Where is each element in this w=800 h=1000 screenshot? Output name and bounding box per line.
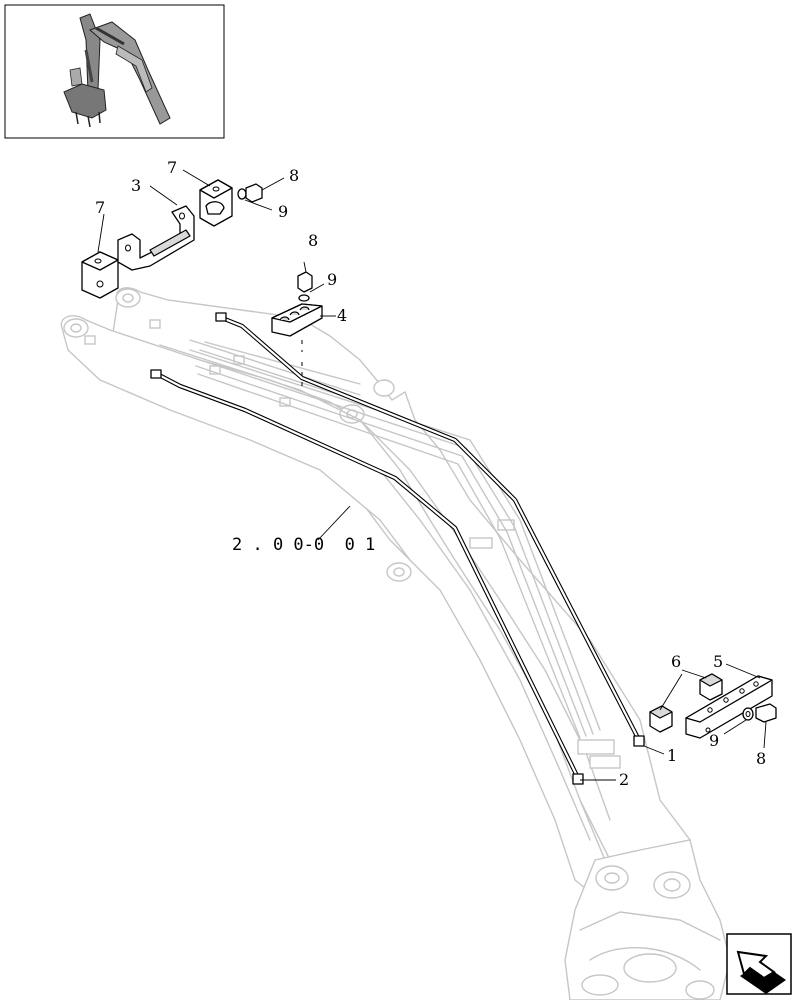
excavator-thumbnail[interactable] <box>4 4 225 139</box>
callout-8-middle: 8 <box>308 231 318 250</box>
bolt <box>245 183 263 203</box>
callout-8-right: 8 <box>756 749 766 768</box>
clamp-assembly-part-5-6[interactable] <box>580 663 777 781</box>
pipe-part-2[interactable] <box>150 369 584 785</box>
pipe-part-1[interactable] <box>215 312 645 747</box>
callout-1: 1 <box>667 746 677 765</box>
bracket-arm <box>117 205 195 271</box>
callout-4: 4 <box>337 306 347 325</box>
bolt-8 <box>755 703 777 723</box>
callout-labels: 1 2 3 4 5 6 7 7 8 8 8 9 9 9 <box>95 158 766 789</box>
callout-9-middle: 9 <box>327 270 337 289</box>
clamp-plate-part-4[interactable] <box>271 261 336 390</box>
callout-2: 2 <box>619 770 629 789</box>
boom-outline <box>60 287 731 1000</box>
callout-7-top: 7 <box>167 158 177 177</box>
callout-7-left: 7 <box>95 198 105 217</box>
excavator-boom-thumbnail-icon <box>63 13 171 128</box>
callout-3: 3 <box>131 176 141 195</box>
next-page-arrow-icon[interactable] <box>726 933 792 995</box>
callout-6: 6 <box>671 652 681 671</box>
callout-8-top: 8 <box>289 166 299 185</box>
callout-9-top: 9 <box>278 202 288 221</box>
callout-9-right: 9 <box>709 731 719 750</box>
bracket-part-3[interactable] <box>81 169 285 299</box>
washer-4 <box>298 294 310 302</box>
callout-5: 5 <box>713 652 723 671</box>
reference-label: 2 . 0 0-0 0 1 <box>232 535 375 555</box>
bolt-4 <box>297 271 313 293</box>
reference-leader <box>317 505 351 541</box>
washer <box>237 188 247 200</box>
